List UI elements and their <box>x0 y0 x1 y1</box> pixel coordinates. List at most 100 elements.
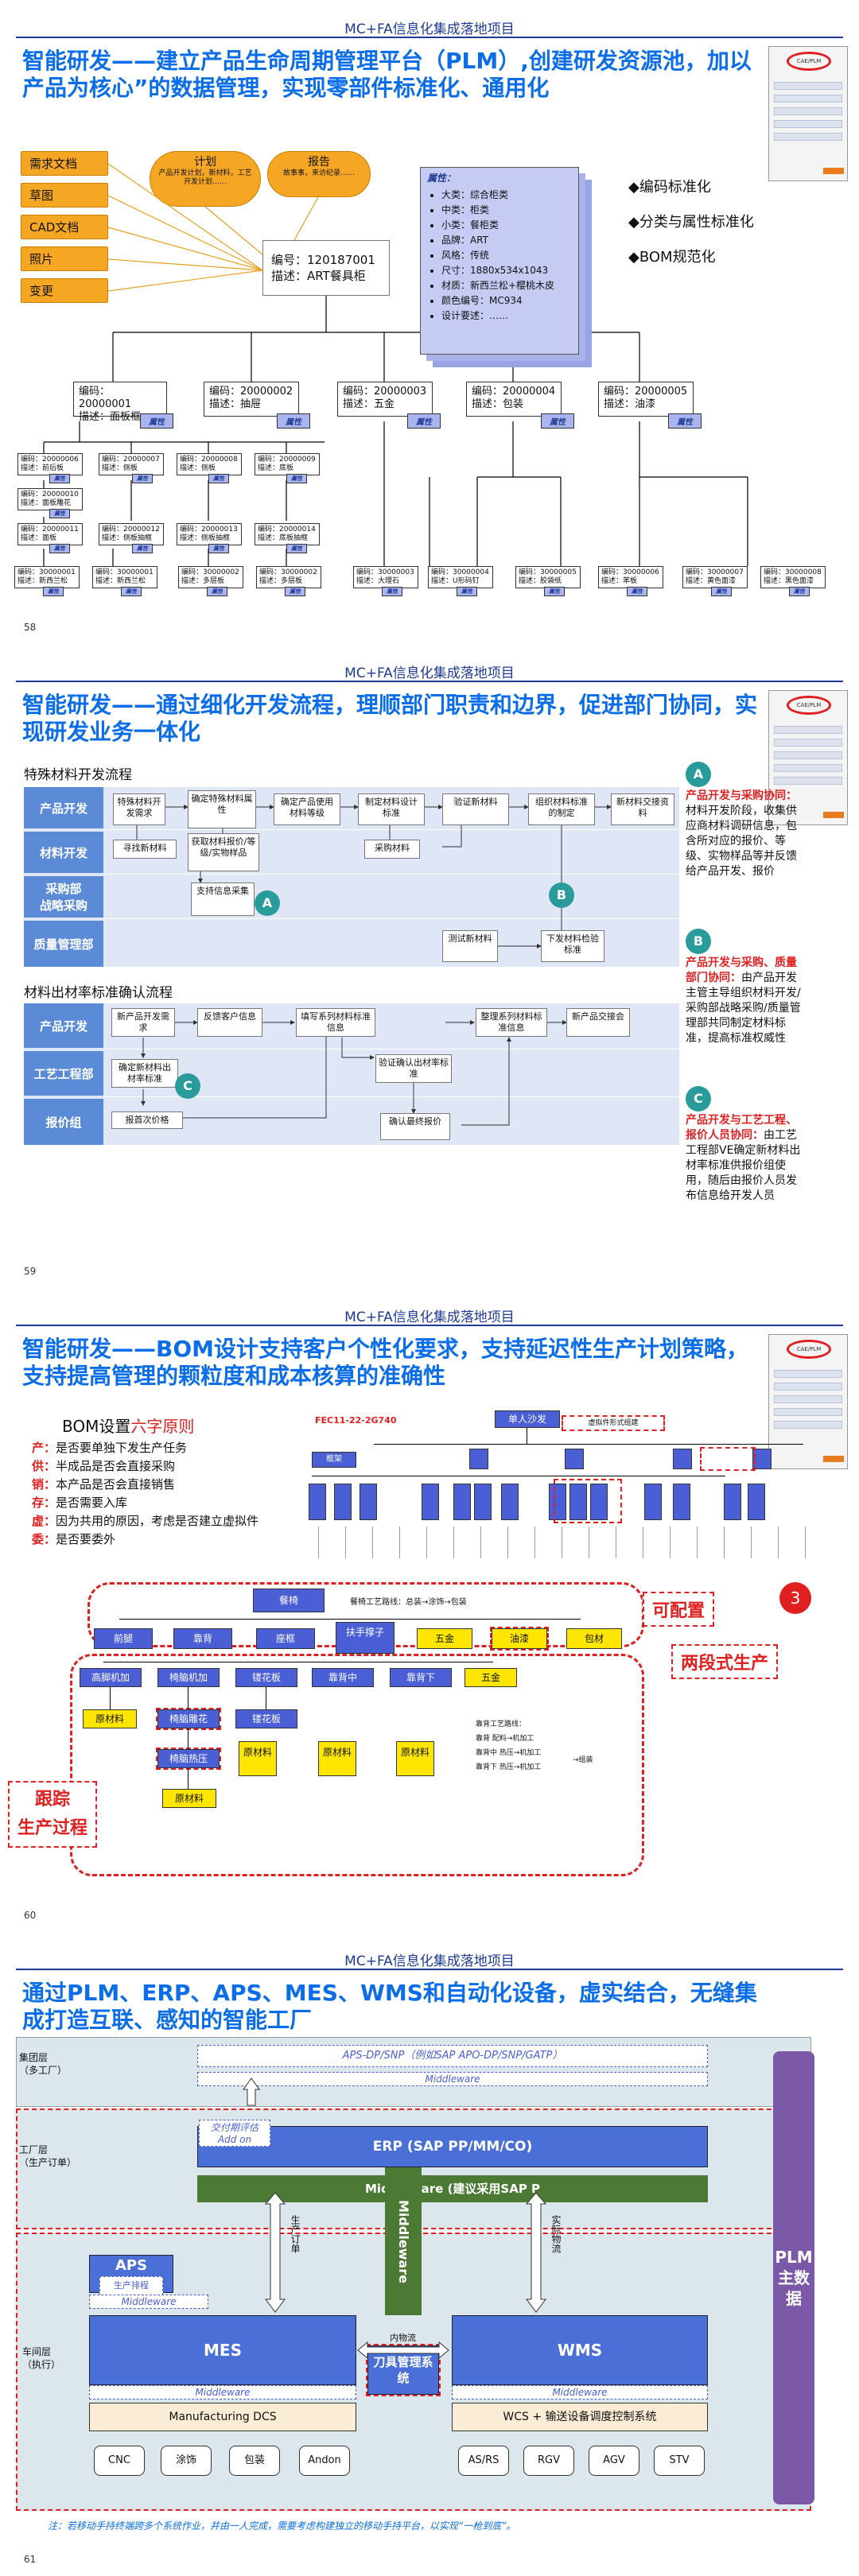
attr-tag: 属性 <box>49 509 70 518</box>
layer-label: 集团层 （多工厂） <box>19 2052 68 2076</box>
flow-arrows-svg <box>243 2077 547 2360</box>
attr-tag: 属性 <box>711 587 732 596</box>
attr-tag: 属性 <box>382 587 402 596</box>
page-number: 61 <box>24 2554 37 2565</box>
middleware-bar: Middleware <box>452 2385 708 2399</box>
flow-box: 特殊材料开发需求 <box>113 793 165 825</box>
device-pill: RGV <box>523 2446 574 2476</box>
flow-box: 验证确认出材率标准 <box>375 1054 452 1083</box>
left-item: 变更 <box>21 278 108 303</box>
attr-tag: 属性 <box>668 413 702 429</box>
part-box: 原材料 <box>83 1709 137 1728</box>
thumbnail: CAE/PLM <box>768 1334 848 1469</box>
tracking-tag: 跟踪 生产过程 <box>8 1781 97 1848</box>
part-box: 前腿 <box>94 1628 153 1649</box>
device-pill: 涂饰 <box>161 2446 212 2476</box>
note-C: 产品开发与工艺工程、报价人员协同：由工艺工程部VE确定新材料出材率标准供报价组使… <box>686 1114 801 1202</box>
bom-heading: BOM设置六字原则 <box>62 1417 195 1436</box>
circle-badge: C <box>175 1073 200 1099</box>
section-title: 材料出材率标准确认流程 <box>24 985 173 1001</box>
part-box: 座框 <box>256 1628 315 1649</box>
flow-box: 填写系列材料标准信息 <box>296 1008 375 1037</box>
slide-header: MC+FA信息化集成落地项目 <box>344 1953 515 1969</box>
attr-tag: 属性 <box>132 544 153 553</box>
part-box: 靠背 <box>173 1628 232 1649</box>
flow-box: 新产品交接会 <box>566 1008 630 1037</box>
flow-box: 确定新材料出材率标准 <box>111 1059 178 1088</box>
slide-header: MC+FA信息化集成落地项目 <box>344 21 515 37</box>
top-box: 餐椅 <box>253 1589 325 1612</box>
flow-box: 测试新材料 <box>442 930 498 962</box>
attr-tag: 属性 <box>43 587 64 596</box>
part-box: 油漆 <box>490 1627 549 1651</box>
slide-title: 智能研发——BOM设计支持客户个性化要求，支持延迟性生产计划策略，支持提高管理的… <box>22 1336 749 1389</box>
header-line <box>16 37 843 38</box>
header-line <box>16 681 843 682</box>
part-box: 原材料 <box>318 1741 356 1776</box>
frame-box: 框架 <box>312 1452 356 1468</box>
slide-3: MC+FA信息化集成落地项目 智能研发——BOM设计支持客户个性化要求，支持延迟… <box>0 1288 859 1932</box>
left-item: 草图 <box>21 183 108 208</box>
attr-tag: 属性 <box>789 587 810 596</box>
single-sofa-box: 单人沙发 <box>495 1410 560 1428</box>
flow-box: 制定材料设计标准 <box>358 793 425 825</box>
slide-header: MC+FA信息化集成落地项目 <box>344 1309 515 1325</box>
page-number: 60 <box>24 1910 37 1921</box>
dcs-box: Manufacturing DCS <box>89 2403 356 2431</box>
attr-tag: 属性 <box>207 587 227 596</box>
left-item: 需求文档 <box>21 151 108 176</box>
flow-arrows-svg <box>141 1020 567 1126</box>
flow-box: 下发材料检验标准 <box>541 930 604 962</box>
circle-badge: B <box>549 883 574 908</box>
note-A: 产品开发与采购协同：材料开发阶段，收集供应商材料调研信息，包含所对应的报价、等级… <box>686 789 797 878</box>
flow-box: 新材料交接资料 <box>611 793 674 825</box>
attr-tag: 属性 <box>285 587 305 596</box>
part-box: 镂花板 <box>235 1709 297 1728</box>
aps-box: APS 生产排程 <box>89 2255 173 2295</box>
attr-tag: 属性 <box>140 413 173 429</box>
slide-title: 智能研发——通过细化开发流程，理顺部门职责和边界，促进部门协同，实现研发业务一体… <box>22 692 758 745</box>
attr-tag: 属性 <box>286 544 307 553</box>
device-pill: CNC <box>94 2446 145 2476</box>
thumbnail-highlight: CAE/PLM <box>787 52 831 71</box>
flow-box: 确定特殊材料属性 <box>188 790 256 828</box>
slide-title: 通过PLM、ERP、APS、MES、WMS和自动化设备，虚实结合，无缝集成打造互… <box>22 1980 757 2033</box>
flow-box: 反馈客户信息 <box>197 1008 262 1037</box>
slide-title: 智能研发——建立产品生命周期管理平台（PLM）,创建研发资源池，加以产品为核心”… <box>22 48 752 101</box>
part-box: 镂花板 <box>235 1668 297 1687</box>
part-box: 椅脑热压 <box>156 1748 221 1770</box>
part-box: 靠背下 <box>390 1668 452 1687</box>
part-box: 原材料 <box>396 1741 434 1776</box>
attr-tag: 属性 <box>49 474 70 483</box>
flow-box: 新产品开发需求 <box>111 1008 175 1037</box>
process-end: →组装 <box>573 1756 593 1764</box>
part-box: 椅脑雕花 <box>156 1708 221 1730</box>
slide-1: MC+FA信息化集成落地项目 智能研发——建立产品生命周期管理平台（PLM）,创… <box>0 0 859 644</box>
wcs-box: WCS + 输送设备调度控制系统 <box>452 2403 708 2431</box>
attr-tag: 属性 <box>541 413 574 429</box>
thumbnail-highlight: CAE/PLM <box>787 1340 831 1359</box>
note-badge: A <box>686 762 711 787</box>
attr-tag: 属性 <box>627 587 647 596</box>
lane-label: 材料开发 <box>24 832 103 873</box>
device-pill: AS/RS <box>458 2446 509 2476</box>
number-badge: 3 <box>779 1582 811 1614</box>
arrow-label: 实际物流 <box>550 2215 562 2253</box>
footnote: 注：若移动手持终端跨多个系统作业，并由一人完成，需要考虑构建独立的移动手持平台，… <box>48 2520 516 2531</box>
part-box: 原材料 <box>162 1789 216 1808</box>
lane-label: 质量管理部 <box>24 921 103 967</box>
part-box: 五金 <box>464 1668 517 1687</box>
